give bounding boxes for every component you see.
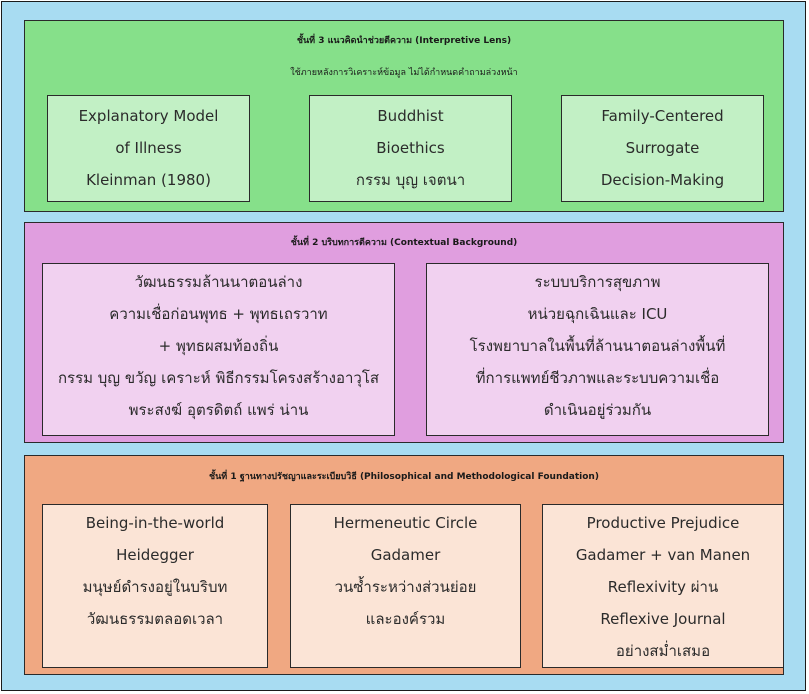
layer-3-title: ชั้นที่ 3 แนวคิดนำช่วยตีความ (Interpreti… xyxy=(296,36,512,46)
box-line: Reflexivity ผ่าน xyxy=(607,578,719,596)
box-line: ความเชื่อก่อนพุทธ + พุทธเถรวาท xyxy=(109,305,328,323)
layer-1-title: ชั้นที่ 1 ฐานทางปรัชญาและระเบียบวิธี (Ph… xyxy=(209,472,599,482)
layer-3-subtitle: ใช้ภายหลังการวิเคราะห์ข้อมูล ไม่ได้กำหนด… xyxy=(290,68,518,78)
explanatory-model-box: Explanatory Model of Illness Kleinman (1… xyxy=(47,95,250,202)
being-in-the-world-box: Being-in-the-world Heidegger มนุษย์ดำรงอ… xyxy=(42,504,268,668)
box-line: Surrogate xyxy=(625,139,700,157)
box-line: Kleinman (1980) xyxy=(86,171,211,189)
box-line: พระสงฆ์ อุตรดิตถ์ แพร่ น่าน xyxy=(128,401,309,419)
box-line: Bioethics xyxy=(376,139,445,157)
box-line: มนุษย์ดำรงอยู่ในบริบท xyxy=(82,578,228,596)
layer-2-title: ชั้นที่ 2 บริบทการตีความ (Contextual Bac… xyxy=(290,238,518,248)
productive-prejudice-box: Productive Prejudice Gadamer + van Manen… xyxy=(542,504,784,668)
box-line: Productive Prejudice xyxy=(586,514,740,532)
family-centered-box: Family-Centered Surrogate Decision-Makin… xyxy=(561,95,764,202)
layer-1-philosophical-foundation: ชั้นที่ 1 ฐานทางปรัชญาและระเบียบวิธี (Ph… xyxy=(24,455,784,675)
box-line: ดำเนินอยู่ร่วมกัน xyxy=(543,401,652,419)
box-line: ที่การแพทย์ชีวภาพและระบบความเชื่อ xyxy=(475,369,720,387)
box-line: Heidegger xyxy=(116,546,194,564)
box-line: Family-Centered xyxy=(601,107,724,125)
box-line: อย่างสม่ำเสมอ xyxy=(615,642,711,660)
box-line: Hermeneutic Circle xyxy=(333,514,478,532)
layer-2-contextual-background: ชั้นที่ 2 บริบทการตีความ (Contextual Bac… xyxy=(24,222,784,443)
health-system-box: ระบบบริการสุขภาพ หน่วยฉุกเฉินและ ICU โรง… xyxy=(426,263,769,436)
buddhist-bioethics-box: Buddhist Bioethics กรรม บุญ เจตนา xyxy=(309,95,512,202)
layer-3-interpretive-lens: ชั้นที่ 3 แนวคิดนำช่วยตีความ (Interpreti… xyxy=(24,20,784,212)
box-line: Being-in-the-world xyxy=(85,514,225,532)
hermeneutic-circle-box: Hermeneutic Circle Gadamer วนซ้ำระหว่างส… xyxy=(290,504,521,668)
box-line: และองค์รวม xyxy=(365,610,446,628)
box-line: วัฒนธรรมล้านนาตอนล่าง xyxy=(134,273,303,291)
box-line: Reflexive Journal xyxy=(600,610,726,628)
box-line: วนซ้ำระหว่างส่วนย่อย xyxy=(334,578,477,596)
box-line: Explanatory Model xyxy=(78,107,219,125)
box-line: ระบบบริการสุขภาพ xyxy=(534,273,661,291)
box-line: Decision-Making xyxy=(600,171,725,189)
box-line: วัฒนธรรมตลอดเวลา xyxy=(86,610,224,628)
box-line: กรรม บุญ เจตนา xyxy=(355,171,466,189)
box-line: Buddhist xyxy=(377,107,444,125)
box-line: of Illness xyxy=(115,139,182,157)
lanna-culture-box: วัฒนธรรมล้านนาตอนล่าง ความเชื่อก่อนพุทธ … xyxy=(42,263,395,436)
box-line: กรรม บุญ ขวัญ เคราะห์ พิธีกรรมโครงสร้างอ… xyxy=(57,369,380,387)
box-line: โรงพยาบาลในพื้นที่ล้านนาตอนล่างพื้นที่ xyxy=(469,337,726,355)
box-line: หน่วยฉุกเฉินและ ICU xyxy=(527,305,668,323)
box-line: Gadamer xyxy=(370,546,441,564)
box-line: + พุทธผสมท้องถิ่น xyxy=(158,337,279,355)
box-line: Gadamer + van Manen xyxy=(575,546,751,564)
